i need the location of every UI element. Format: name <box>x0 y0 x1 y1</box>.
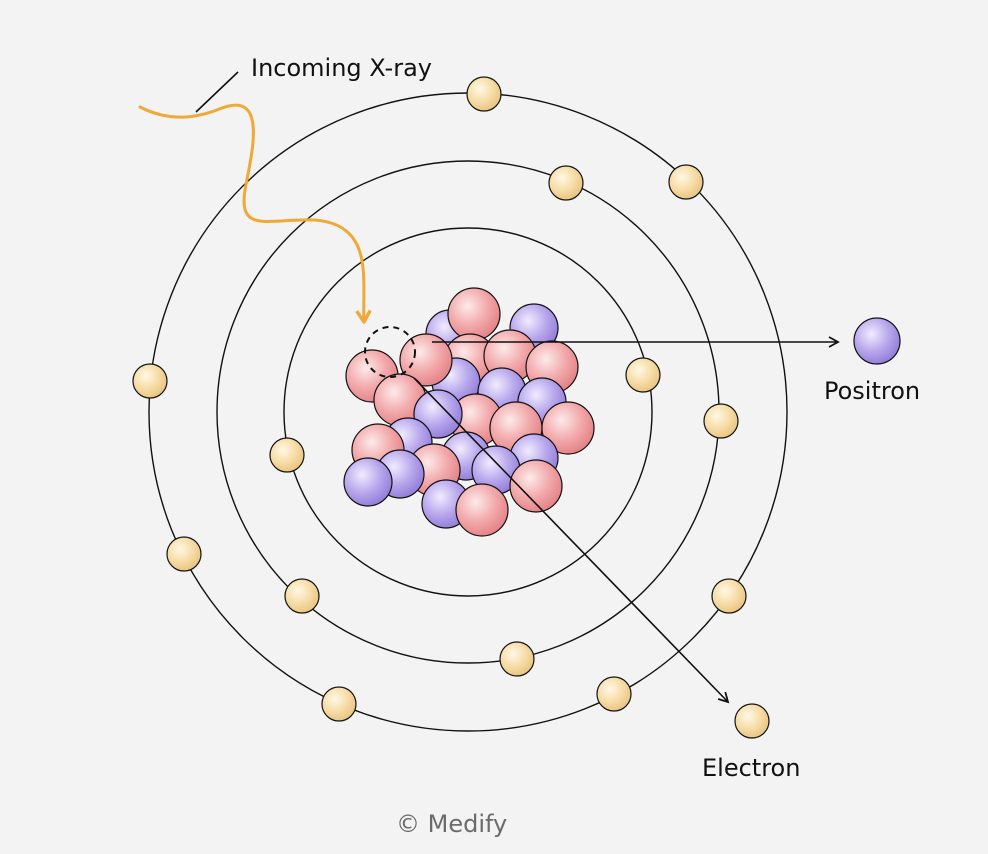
electron-ball-icon <box>548 165 584 201</box>
electron-ball-icon <box>711 578 747 614</box>
electron-ball-icon <box>499 641 535 677</box>
neutron <box>343 457 393 507</box>
positron-label: Positron <box>824 377 920 405</box>
proton <box>447 287 501 341</box>
orbit-inner <box>283 227 653 597</box>
electron-ball-icon <box>703 403 739 439</box>
proton <box>455 483 509 537</box>
electron-ball-icon <box>625 357 661 393</box>
positron-ball-icon <box>853 317 901 365</box>
proton <box>541 401 595 455</box>
incoming-leader-line <box>195 71 239 113</box>
proton <box>509 459 563 513</box>
copyright-label: © Medify <box>396 810 507 838</box>
electron-arrow <box>413 377 730 704</box>
electron-ball-icon <box>596 676 632 712</box>
electron-ball-icon <box>166 536 202 572</box>
proton <box>399 333 453 387</box>
electron-ball-icon <box>466 76 502 112</box>
wavy-arrow-icon <box>138 103 372 324</box>
electron-ball-icon <box>668 164 704 200</box>
electron-label: Electron <box>702 754 800 782</box>
orbital-electrons <box>132 76 747 722</box>
electron-ball-icon <box>132 363 168 399</box>
electron-ball-icon <box>734 703 770 739</box>
electron-ball-icon <box>269 437 305 473</box>
electron-ball-icon <box>321 686 357 722</box>
nucleus <box>343 287 595 537</box>
incoming-xray-label: Incoming X-ray <box>251 54 432 82</box>
dashed-circle-icon <box>364 326 416 378</box>
electron-ball-icon <box>284 578 320 614</box>
